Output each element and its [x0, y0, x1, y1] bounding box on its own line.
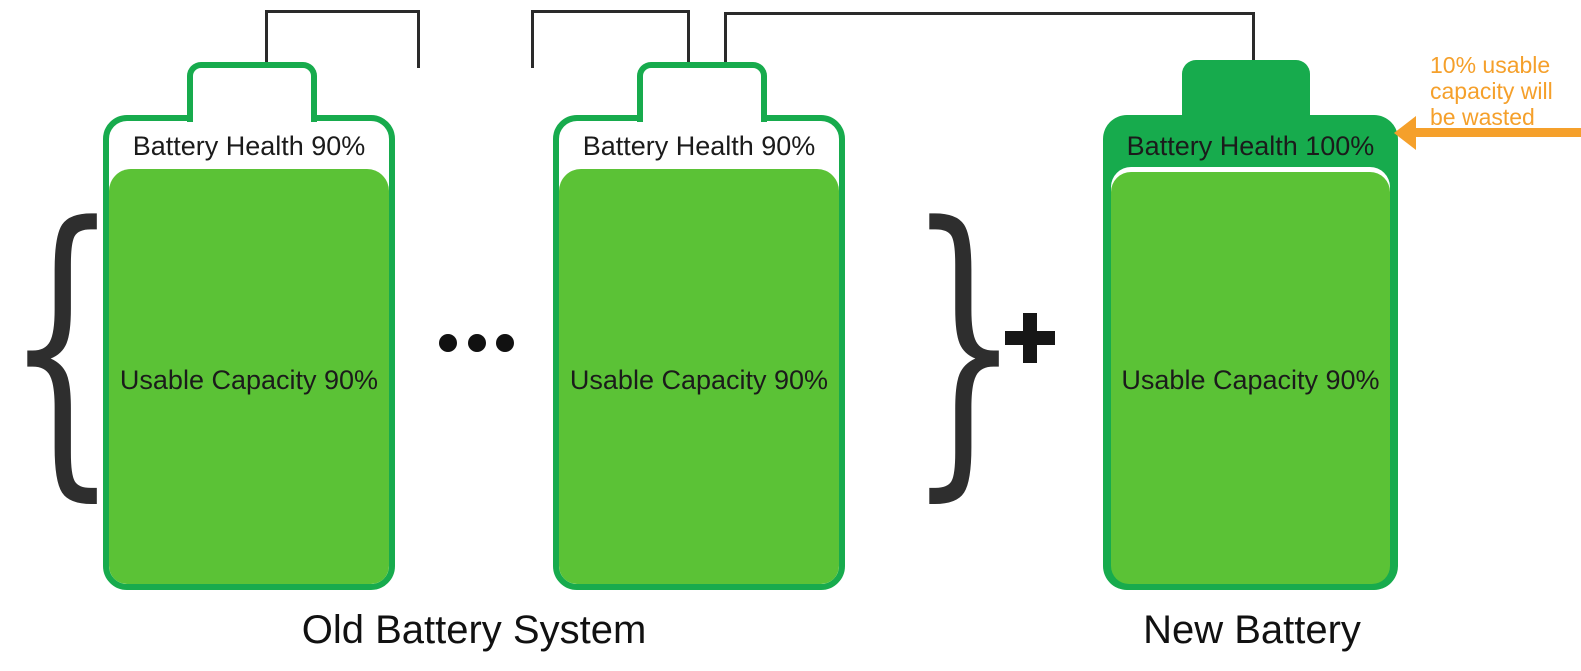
- wire-segment: [531, 10, 690, 13]
- battery-fill: [1111, 172, 1390, 584]
- wire-segment: [724, 12, 1255, 15]
- battery-health-label: Battery Health 90%: [582, 131, 816, 161]
- battery-capacity-label: Usable Capacity 90%: [119, 365, 379, 395]
- wire-segment: [531, 10, 534, 68]
- wire-segment: [265, 10, 420, 13]
- brace-close-icon: }: [906, 160, 1022, 528]
- brace-open-icon: {: [4, 160, 120, 528]
- wire-segment: [724, 12, 727, 63]
- wire-segment: [265, 10, 268, 63]
- battery-terminal-cap: [1182, 60, 1310, 122]
- wire-segment: [1252, 12, 1255, 62]
- wire-segment: [417, 10, 420, 68]
- arrow-left-icon: [1413, 128, 1581, 137]
- wire-segment: [687, 10, 690, 63]
- ellipsis-dot: [496, 334, 514, 352]
- battery-terminal-cap: [187, 62, 317, 122]
- battery-fill: [559, 169, 839, 584]
- battery-health-label: Battery Health 100%: [1126, 131, 1375, 161]
- arrow-left-icon: [1394, 116, 1416, 150]
- plus-icon: [1005, 313, 1055, 363]
- annotation-text: 10% usable capacity will be wasted: [1430, 52, 1580, 130]
- battery-capacity-label: Usable Capacity 90%: [1121, 365, 1380, 395]
- battery-capacity-label: Usable Capacity 90%: [569, 365, 829, 395]
- ellipsis-dot: [439, 334, 457, 352]
- annotation-line: 10% usable: [1430, 52, 1551, 78]
- ellipsis-dot: [467, 334, 486, 352]
- battery-health-label: Battery Health 90%: [132, 131, 366, 161]
- annotation-line: capacity will: [1430, 78, 1553, 104]
- new-battery-caption: New Battery: [1143, 608, 1361, 652]
- battery-terminal-cap: [637, 62, 767, 122]
- annotation-line: be wasted: [1430, 104, 1535, 130]
- ellipsis-icon: [439, 334, 514, 352]
- battery-fill: [109, 169, 389, 584]
- old-system-caption: Old Battery System: [301, 608, 647, 652]
